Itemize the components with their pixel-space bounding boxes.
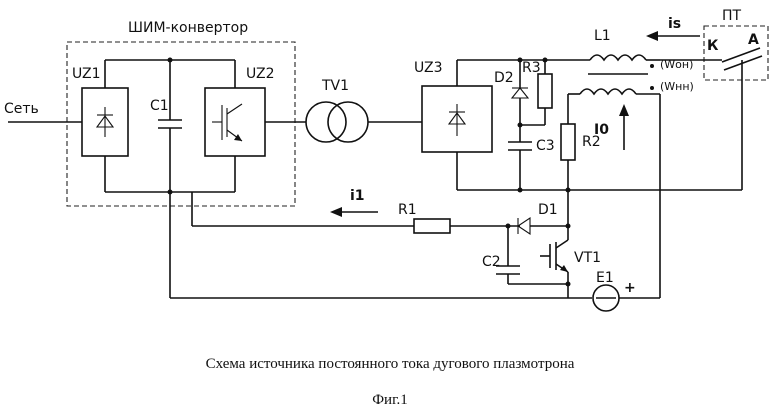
vt1-label: VT1 [574, 250, 601, 266]
e1-plus: + [624, 280, 636, 296]
i1-label: i1 [350, 188, 365, 204]
vt1-transistor [540, 226, 568, 298]
is-label: is [668, 16, 681, 32]
pwm-converter-label: ШИМ-конвертор [128, 20, 248, 36]
figure-number: Фиг.1 [0, 392, 780, 409]
anode-label: А [748, 32, 759, 48]
uz2-inverter [205, 88, 265, 156]
l1-label: L1 [594, 28, 611, 44]
c1-capacitor [158, 60, 182, 192]
r3-label: R3 [522, 60, 541, 76]
r2-resistor [561, 124, 575, 226]
c1-label: C1 [150, 98, 169, 114]
uz3-label: UZ3 [414, 60, 443, 76]
d2-label: D2 [494, 70, 514, 86]
uz1-label: UZ1 [72, 66, 101, 82]
is-current-arrow [646, 31, 700, 41]
tv1-transformer [306, 102, 368, 142]
uz1-rectifier [82, 88, 128, 156]
r1-resistor [414, 219, 450, 233]
d1-label: D1 [538, 202, 558, 218]
e1-label: E1 [596, 270, 614, 286]
uz2-label: UZ2 [246, 66, 275, 82]
plasmatron-label: ПТ [722, 8, 742, 24]
e1-source [593, 285, 619, 311]
cathode-label: К [707, 38, 719, 54]
tv1-label: TV1 [321, 78, 349, 94]
i0-label: I0 [594, 122, 609, 138]
c3-capacitor [508, 142, 532, 190]
winding-nn-label: (Wнн) [660, 80, 694, 93]
r1-label: R1 [398, 202, 417, 218]
diagram-caption: Схема источника постоянного тока дуговог… [0, 356, 780, 373]
i0-current-arrow [619, 104, 629, 150]
c2-label: C2 [482, 254, 501, 270]
mains-label: Сеть [4, 101, 39, 117]
uz3-rectifier [422, 86, 492, 152]
l1-inductor [580, 55, 660, 94]
i1-current-arrow [330, 207, 378, 217]
c3-label: C3 [536, 138, 555, 154]
